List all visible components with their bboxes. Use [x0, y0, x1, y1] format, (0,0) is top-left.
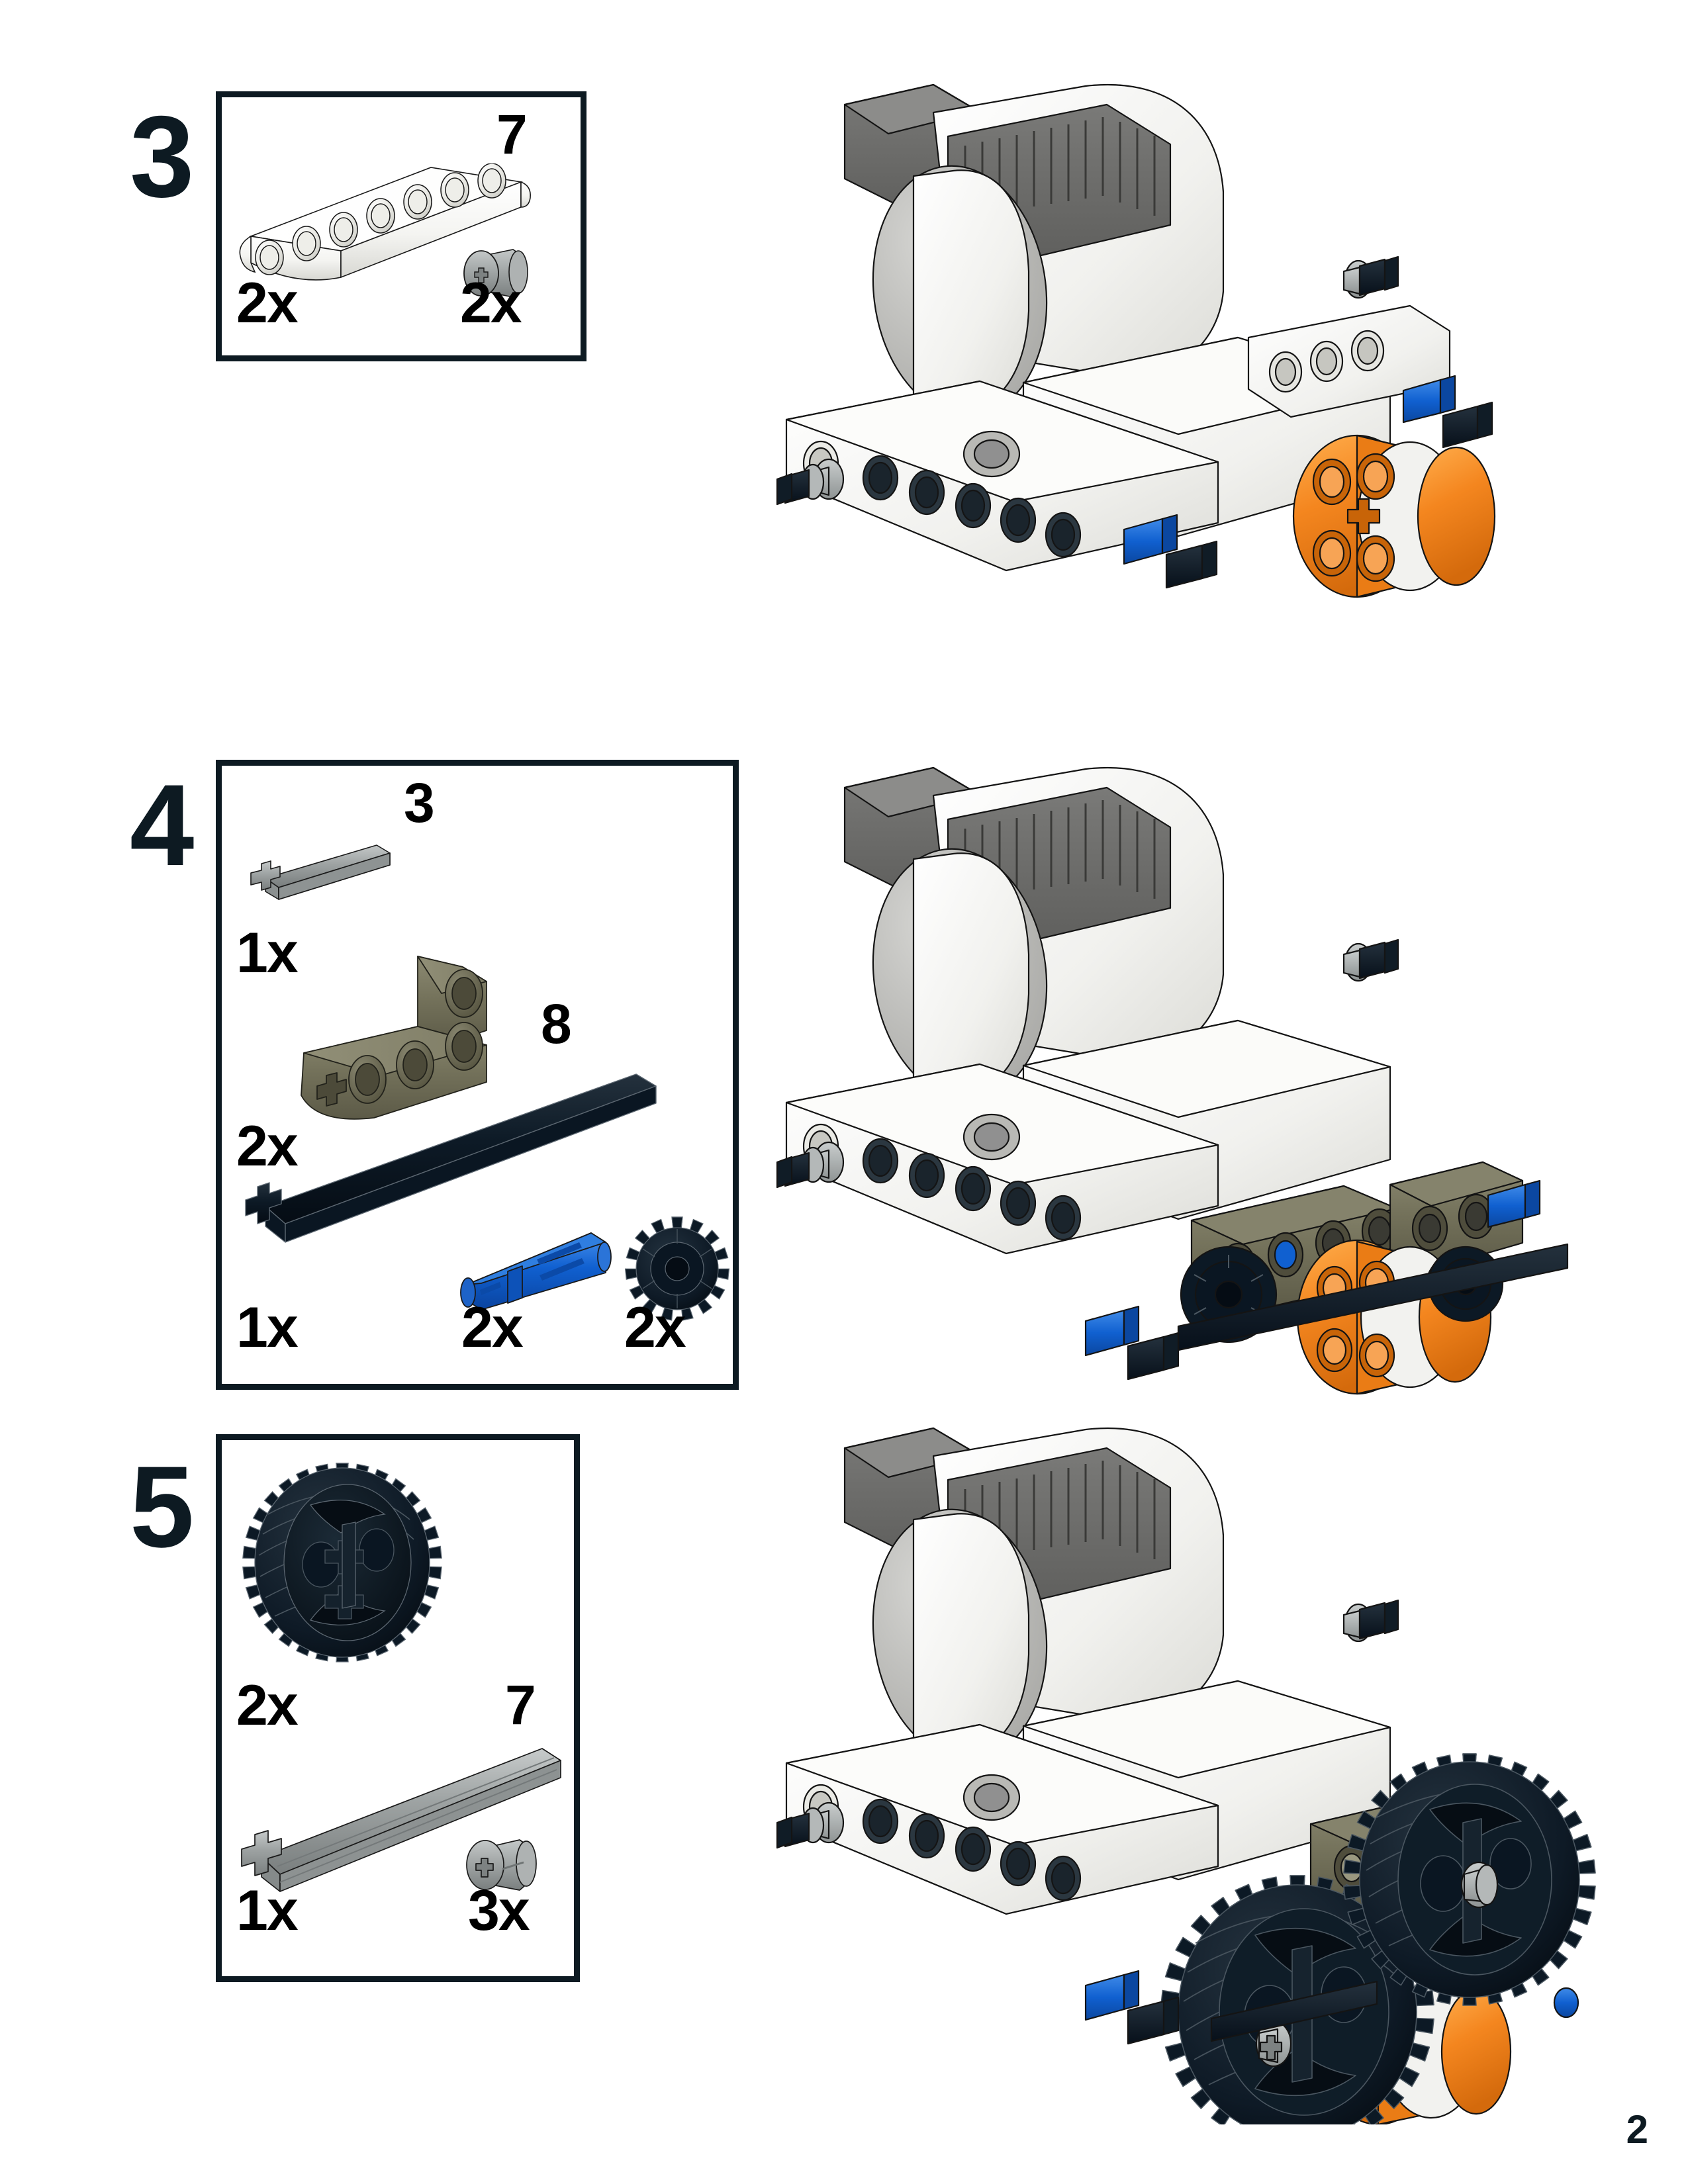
part-axle-8-black-icon: [245, 1073, 657, 1243]
part-bush-half-gray-icon: [463, 249, 528, 298]
quantity-label-wheel: 2x: [236, 1674, 299, 1737]
parts-box-step-5: 7: [216, 1434, 580, 1982]
model-illustration-step-4: [776, 766, 1569, 1395]
quantity-label-axle-7: 1x: [236, 1879, 299, 1942]
part-length-label-8: 8: [541, 993, 572, 1055]
step-number-5: 5: [130, 1443, 194, 1572]
part-pin-long-blue-icon: [460, 1232, 612, 1310]
quantity-label-bush-step5: 3x: [468, 1879, 530, 1942]
quantity-label-blue-pin: 2x: [461, 1296, 524, 1359]
part-liftarm-thick-7-icon: [239, 163, 532, 281]
model-illustration-step-3: [776, 83, 1496, 598]
part-bevel-gear-black-icon: [624, 1216, 730, 1321]
step-number-3: 3: [130, 93, 194, 222]
step-number-4: 4: [130, 761, 194, 890]
part-axle-7-gray-icon: [241, 1748, 561, 1892]
parts-box-step-4: 3: [216, 760, 739, 1390]
quantity-label-angular-liftarm: 2x: [236, 1115, 299, 1178]
part-liftarm-angular-olive-icon: [301, 956, 487, 1120]
part-bush-half-gray-step5-icon: [466, 1839, 537, 1891]
quantity-label-axle-8: 1x: [236, 1296, 299, 1359]
quantity-label-axle-3: 1x: [236, 921, 299, 985]
part-axle-3-gray-icon: [250, 844, 391, 900]
part-wheel-tire-black-icon: [242, 1463, 442, 1662]
quantity-label-liftarm-7: 2x: [236, 271, 299, 335]
quantity-label-bevel-gear: 2x: [624, 1296, 686, 1359]
parts-box-step-3: 7: [216, 91, 586, 361]
page-number: 2: [1626, 2107, 1648, 2152]
quantity-label-bush: 2x: [460, 271, 522, 335]
model-illustration-step-5: [776, 1427, 1596, 2124]
part-length-label-7: 7: [496, 103, 528, 165]
part-length-label-7-step5: 7: [505, 1674, 536, 1736]
part-length-label-3: 3: [404, 772, 435, 834]
